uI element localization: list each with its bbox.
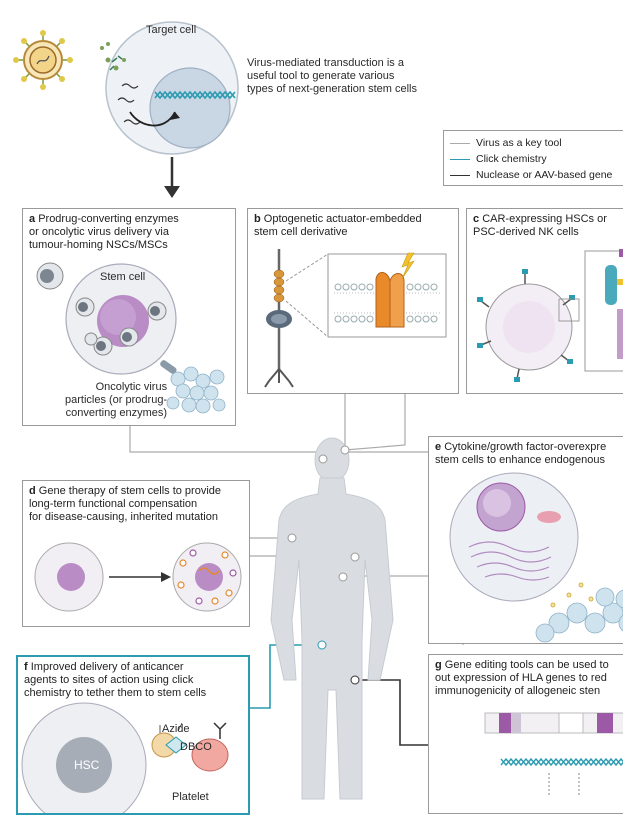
panel-a: a Prodrug-converting enzymes or oncolyti… [22, 208, 236, 426]
click-chemistry-diagram [18, 657, 250, 815]
panel-b: b Optogenetic actuator-embedded stem cel… [247, 208, 459, 394]
legend-swatch-teal [450, 159, 470, 160]
oncolytic-particles-label: Oncolytic virus particles (or prodrug- c… [65, 381, 167, 420]
cytokine-cell-diagram [429, 437, 623, 644]
legend-item-click: Click chemistry [450, 153, 547, 165]
legend-swatch-grey [450, 143, 470, 144]
legend: Virus as a key tool Click chemistry Nucl… [443, 130, 623, 186]
target-cell-label: Target cell [146, 24, 196, 37]
legend-item-nuclease: Nuclease or AAV-based gene [450, 169, 612, 181]
legend-label: Virus as a key tool [476, 137, 562, 149]
gene-therapy-diagram [23, 481, 250, 627]
panel-c: c CAR-expressing HSCs or PSC-derived NK … [466, 208, 623, 394]
legend-swatch-dark [450, 175, 470, 176]
stem-cell-label: Stem cell [100, 271, 145, 284]
panel-d: d Gene therapy of stem cells to provide … [22, 480, 250, 627]
panel-f: f Improved delivery of anticancer agents… [16, 655, 250, 815]
intro-description: Virus-mediated transduction is a useful … [247, 57, 417, 96]
legend-item-virus: Virus as a key tool [450, 137, 562, 149]
hsc-label: HSC [74, 759, 99, 772]
panel-e: e Cytokine/growth factor-overexpre stem … [428, 436, 623, 644]
azide-label: Azide [162, 723, 190, 736]
platelet-label: Platelet [172, 791, 209, 804]
car-cell-diagram [467, 209, 623, 394]
panel-g: g Gene editing tools can be used to out … [428, 654, 623, 814]
gene-editing-diagram [429, 655, 623, 814]
dbco-label: DBCO [180, 741, 212, 754]
neuron-optogenetic-diagram [248, 209, 459, 394]
legend-label: Click chemistry [476, 153, 547, 165]
legend-label: Nuclease or AAV-based gene [476, 169, 612, 181]
